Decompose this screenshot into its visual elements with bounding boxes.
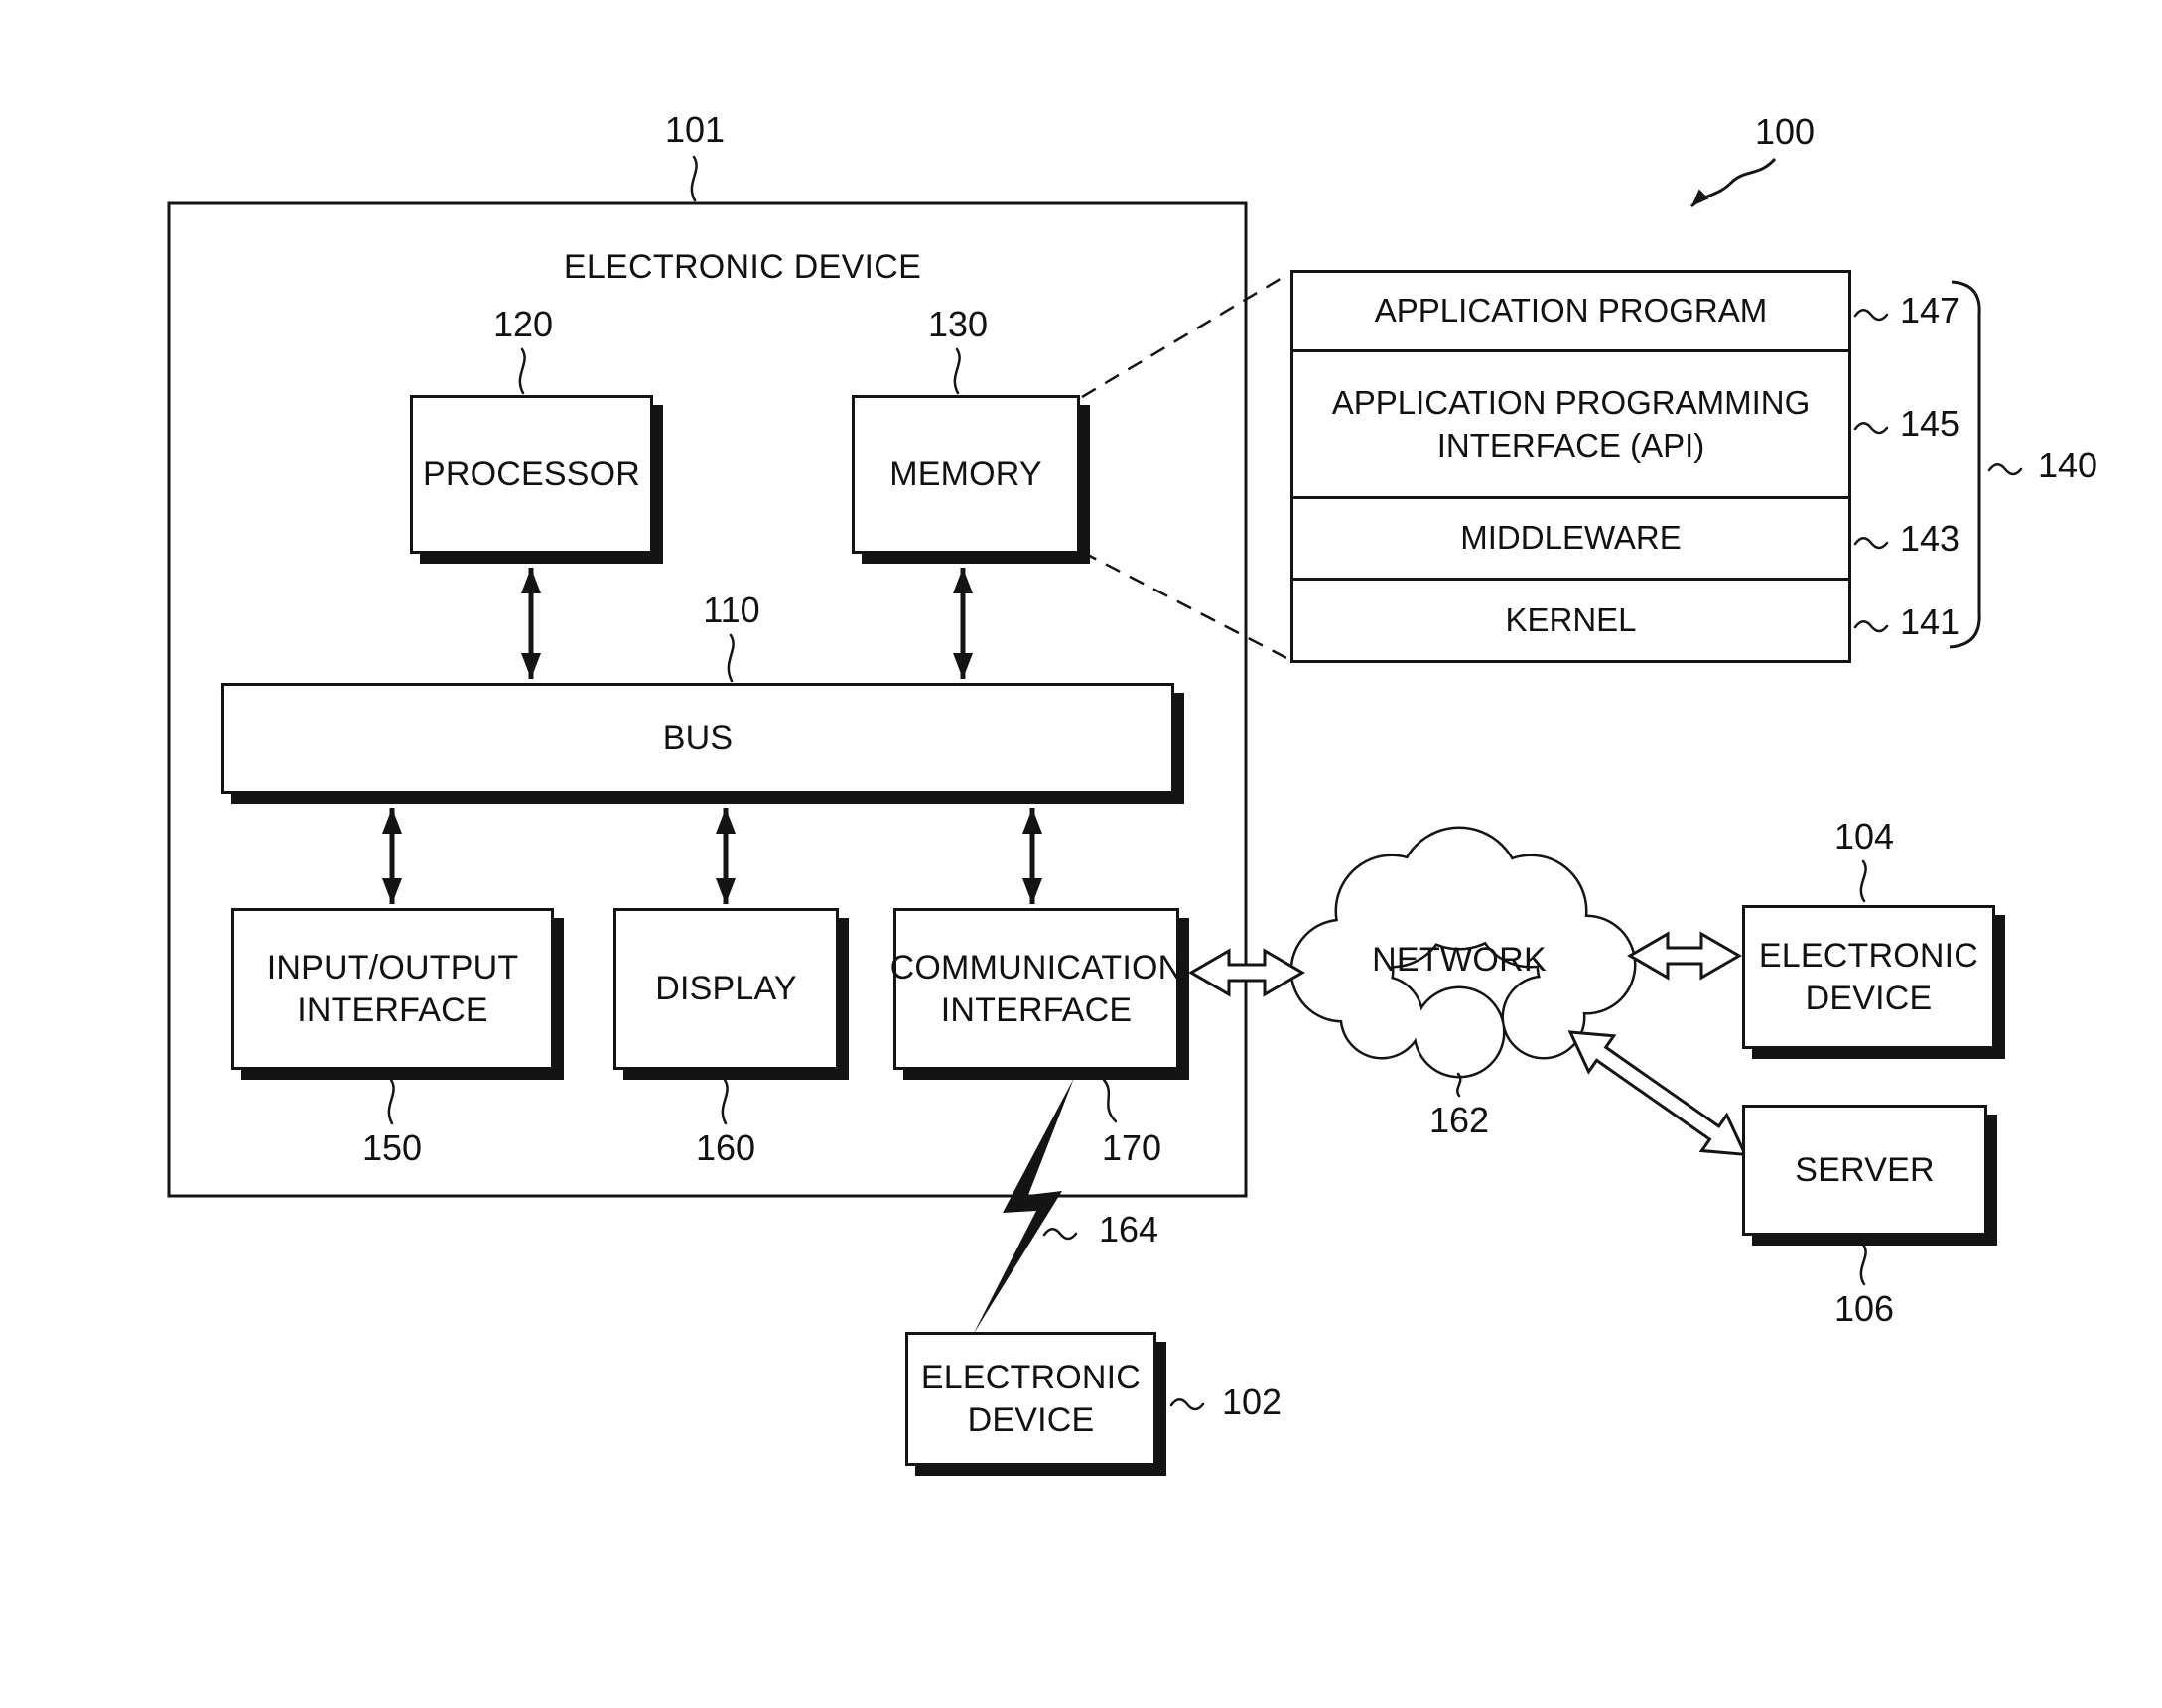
ref-100: 100 [1754, 111, 1816, 152]
leader-164 [1042, 1228, 1078, 1241]
io-interface-box: INPUT/OUTPUT INTERFACE [231, 908, 554, 1070]
bus-arrows [382, 568, 1042, 904]
electronic-device-102-box: ELECTRONIC DEVICE [905, 1332, 1156, 1466]
lightning-bolt-icon [973, 1078, 1074, 1335]
hollow-arrow-comm-network [1188, 948, 1305, 997]
stack-row-middleware: MIDDLEWARE [1293, 499, 1848, 581]
server-box: SERVER [1742, 1105, 1987, 1236]
software-stack-box: APPLICATION PROGRAM APPLICATION PROGRAMM… [1290, 270, 1851, 663]
ref-110: 110 [703, 590, 760, 630]
electronic-device-104-box: ELECTRONIC DEVICE [1742, 905, 1995, 1049]
leader-130 [953, 347, 961, 395]
network-label: NETWORK [1372, 941, 1547, 979]
ref-101: 101 [664, 109, 726, 150]
ref-147: 147 [1899, 290, 1960, 330]
ref-141: 141 [1899, 601, 1960, 642]
leader-160 [721, 1078, 729, 1125]
ref-130: 130 [927, 304, 989, 344]
leader-102 [1169, 1398, 1205, 1411]
leader-170 [1102, 1078, 1118, 1123]
leader-140 [1987, 463, 2023, 476]
ref-162: 162 [1428, 1100, 1490, 1140]
ref-164: 164 [1098, 1209, 1159, 1249]
stack-row-api: APPLICATION PROGRAMMING INTERFACE (API) [1293, 352, 1848, 499]
leader-143 [1853, 537, 1889, 550]
stack-row-kernel: KERNEL [1505, 600, 1637, 638]
leader-lines [387, 155, 2023, 1411]
brace-140 [1949, 280, 1981, 649]
ref-102: 102 [1221, 1381, 1283, 1422]
dashed-link-top [1081, 272, 1289, 399]
ref-104: 104 [1833, 816, 1895, 856]
network-links [1188, 931, 1748, 1157]
memory-box: MEMORY [852, 395, 1080, 554]
hollow-arrow-network-server [1567, 1030, 1748, 1157]
leader-145 [1853, 422, 1889, 435]
display-box: DISPLAY [613, 908, 839, 1070]
stack-row-application-program: APPLICATION PROGRAM [1293, 273, 1848, 352]
network-cloud [1289, 826, 1637, 1079]
ref-150: 150 [361, 1127, 423, 1168]
leader-150 [387, 1078, 395, 1125]
pointer-arrow-100 [1689, 157, 1777, 208]
leader-106 [1859, 1243, 1867, 1286]
leader-101 [690, 155, 698, 202]
ref-143: 143 [1899, 518, 1960, 559]
hollow-arrow-network-device104 [1627, 931, 1742, 981]
leader-141 [1853, 620, 1889, 633]
leader-110 [727, 633, 735, 683]
ref-120: 120 [492, 304, 554, 344]
leader-162 [1456, 1072, 1462, 1098]
communication-interface-box: COMMUNICATION INTERFACE [890, 908, 1182, 1070]
leader-147 [1853, 309, 1889, 322]
ref-140: 140 [2037, 445, 2098, 485]
electronic-device-101-title: ELECTRONIC DEVICE [563, 248, 922, 286]
dashed-link-bottom [1081, 550, 1289, 661]
bus-bar: BUS [221, 683, 1174, 794]
ref-145: 145 [1899, 403, 1960, 444]
ref-106: 106 [1833, 1288, 1895, 1329]
ref-160: 160 [695, 1127, 756, 1168]
processor-box: PROCESSOR [410, 395, 653, 554]
ref-170: 170 [1101, 1127, 1162, 1168]
leader-120 [518, 347, 526, 395]
leader-104 [1859, 859, 1867, 903]
electronic-device-boundary [167, 201, 1248, 1198]
